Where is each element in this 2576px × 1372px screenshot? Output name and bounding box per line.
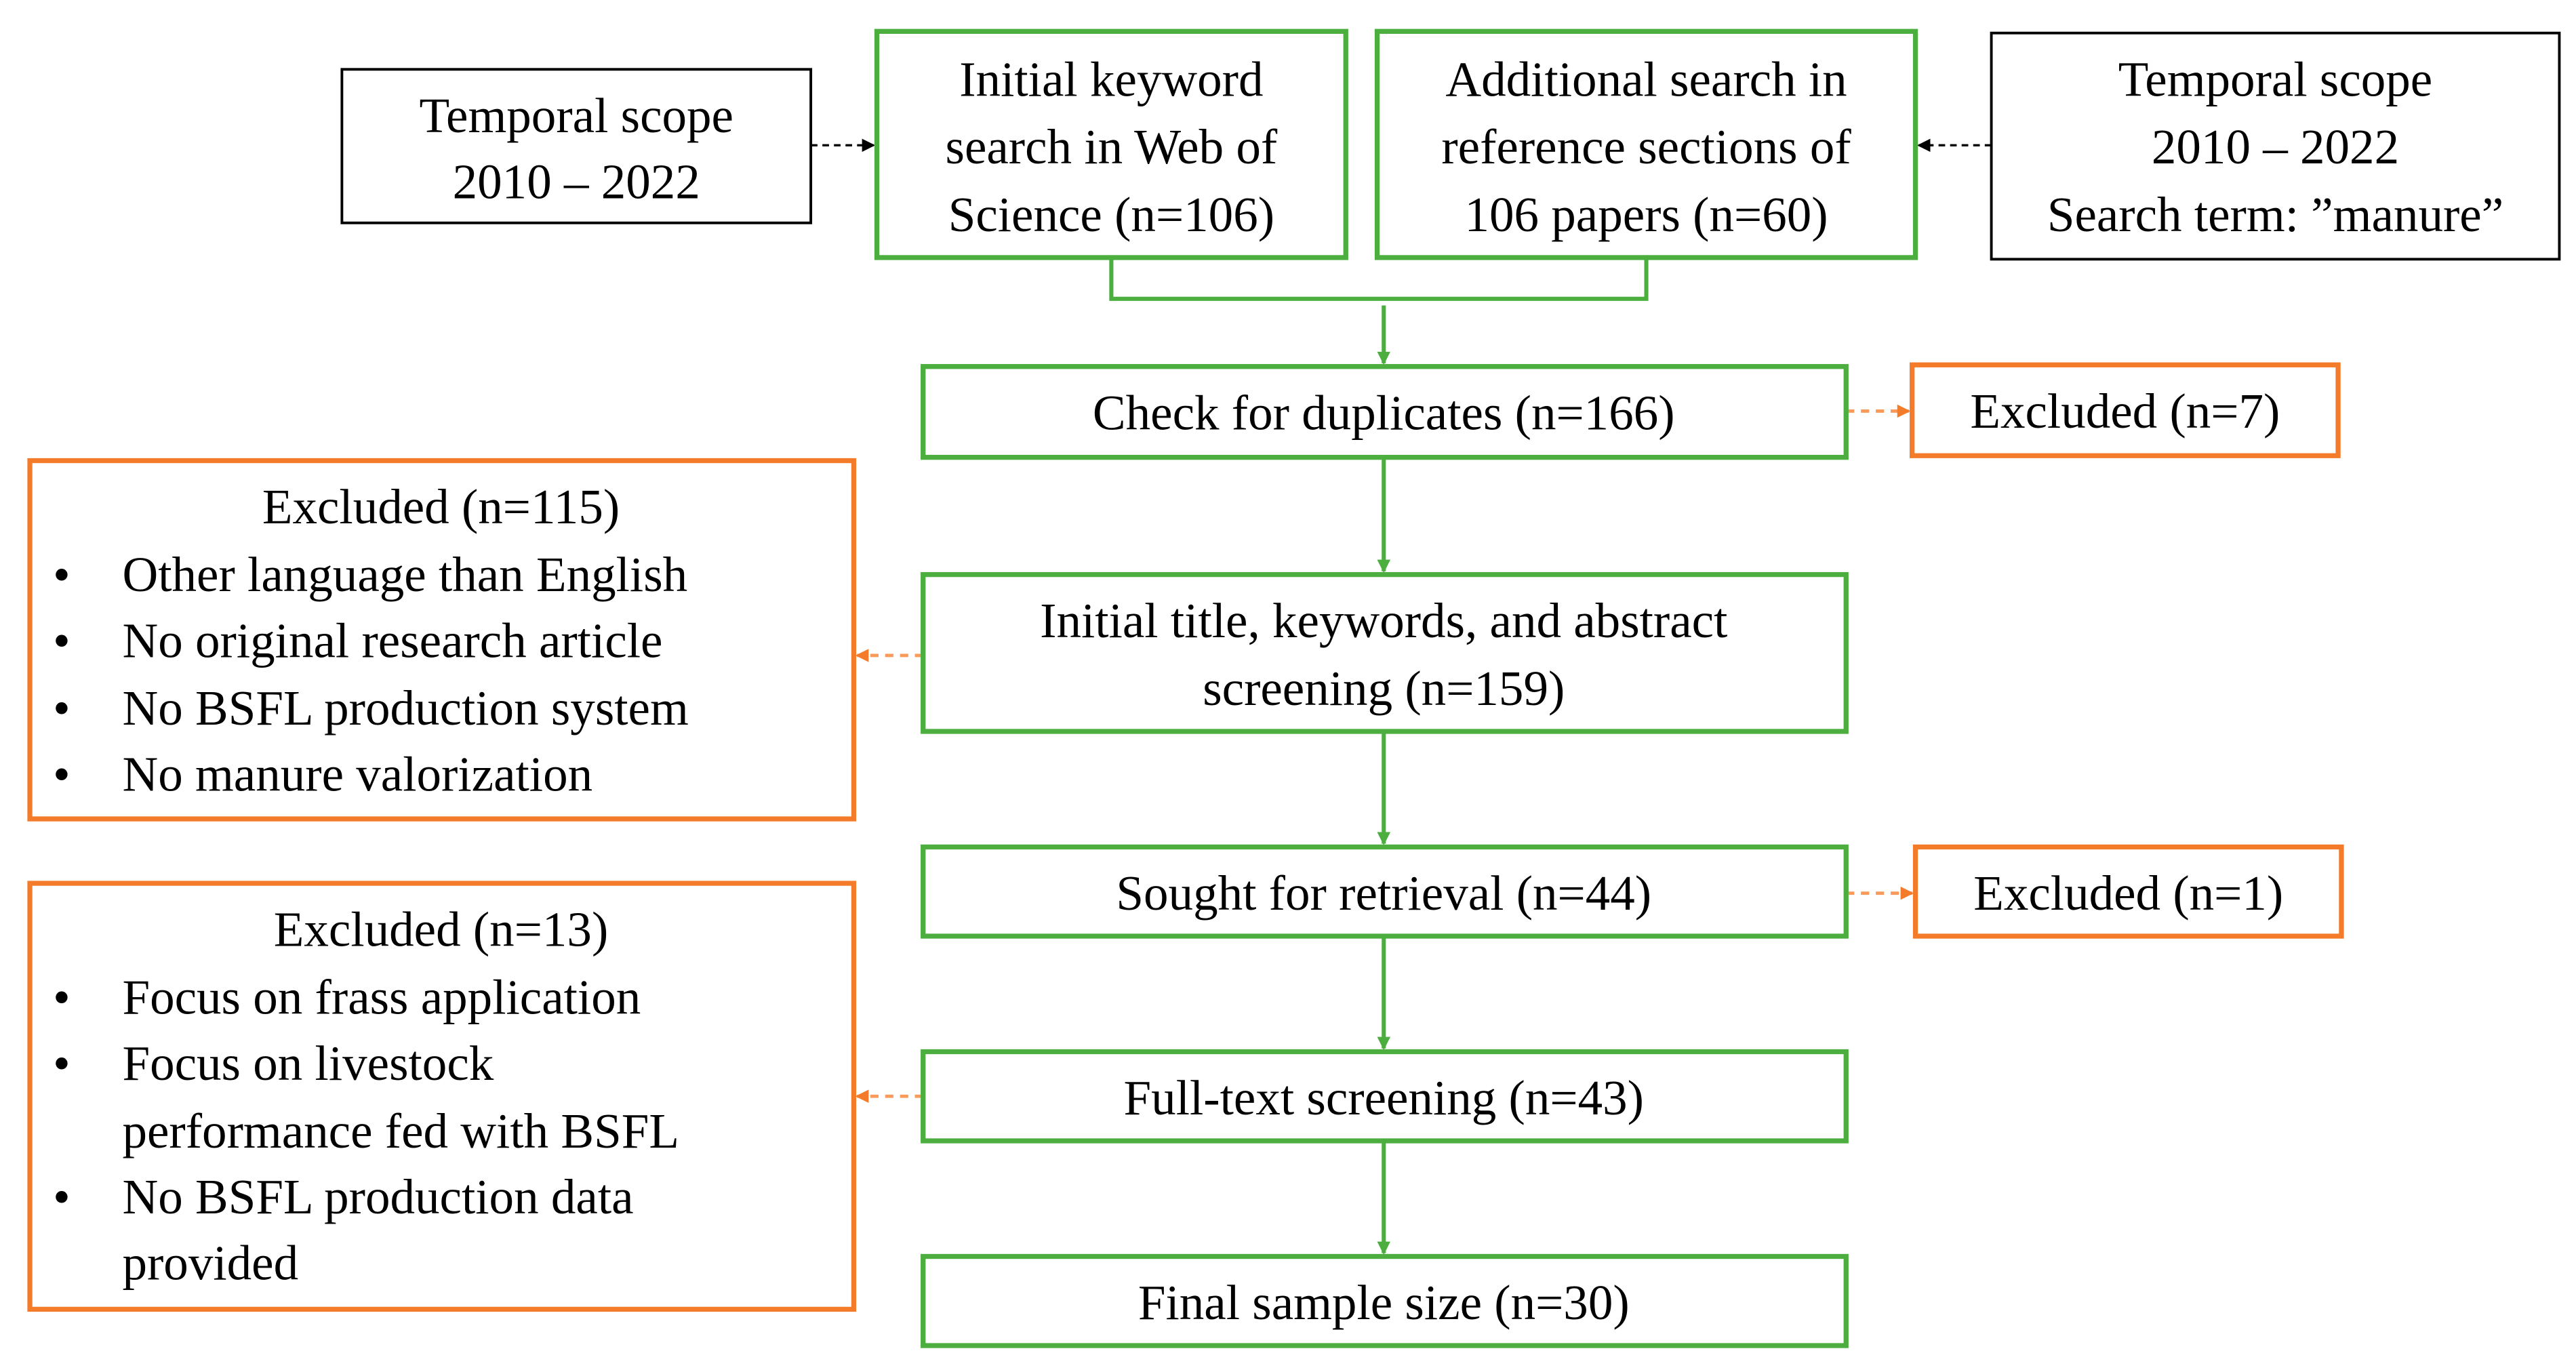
additional-search-box: Additional search in reference sections … — [1374, 28, 1918, 260]
wos-search-box: Initial keyword search in Web of Science… — [874, 28, 1348, 260]
exclusion-reason: Focus on frass application — [122, 969, 641, 1024]
fulltext-box: Full-text screening (n=43) — [921, 1049, 1849, 1144]
scope-right-line: Temporal scope — [2118, 52, 2432, 106]
retrieval-label: Sought for retrieval (n=44) — [1116, 866, 1651, 921]
excluded-duplicates-box: Excluded (n=7) — [1910, 362, 2341, 458]
connectors — [811, 138, 1992, 1255]
excluded-screening-title: Excluded (n=115) — [262, 479, 620, 534]
exclusion-reason: No BSFL production data — [122, 1169, 633, 1224]
additional-search-line: 106 papers (n=60) — [1464, 187, 1828, 242]
scope-left-line: Temporal scope — [420, 88, 733, 143]
retrieval-box: Sought for retrieval (n=44) — [921, 844, 1849, 939]
excluded-fulltext-title: Excluded (n=13) — [274, 902, 609, 957]
excluded-screening-box: Excluded (n=115) • Other language than E… — [27, 458, 857, 822]
exclusion-reason-cont: provided — [122, 1236, 298, 1291]
exclusion-reason: Focus on livestock — [122, 1036, 494, 1091]
additional-search-line: Additional search in — [1445, 52, 1847, 106]
bullet: • — [53, 613, 71, 668]
exclusion-reason: Other language than English — [122, 547, 687, 602]
exclusion-reason: No original research article — [122, 613, 662, 668]
bullet: • — [53, 747, 71, 802]
scope-left-line: 2010 – 2022 — [453, 154, 700, 209]
wos-search-line: search in Web of — [946, 119, 1278, 174]
additional-search-line: reference sections of — [1441, 119, 1851, 174]
wos-search-line: Science (n=106) — [948, 187, 1274, 242]
wos-search-line: Initial keyword — [959, 52, 1263, 106]
bullet: • — [53, 547, 71, 602]
excluded-duplicates-label: Excluded (n=7) — [1970, 384, 2280, 439]
excluded-fulltext-box: Excluded (n=13) • Focus on frass applica… — [27, 881, 857, 1312]
excluded-retrieval-label: Excluded (n=1) — [1973, 866, 2283, 921]
merge-bracket — [1109, 257, 1649, 301]
exclusion-reason: No manure valorization — [122, 747, 592, 802]
duplicates-box: Check for duplicates (n=166) — [921, 364, 1849, 460]
scope-left-box: Temporal scope 2010 – 2022 — [340, 68, 813, 224]
screening-box: Initial title, keywords, and abstract sc… — [921, 571, 1849, 734]
scope-right-box: Temporal scope 2010 – 2022 Search term: … — [1990, 31, 2561, 261]
final-box: Final sample size (n=30) — [921, 1253, 1849, 1348]
duplicates-label: Check for duplicates (n=166) — [1093, 385, 1675, 440]
fulltext-label: Full-text screening (n=43) — [1124, 1070, 1644, 1125]
bullet: • — [53, 681, 71, 735]
bullet: • — [53, 969, 71, 1024]
final-label: Final sample size (n=30) — [1138, 1275, 1630, 1330]
scope-right-line: 2010 – 2022 — [2152, 119, 2399, 174]
scope-right-line: Search term: ”manure” — [2047, 187, 2503, 242]
excluded-retrieval-box: Excluded (n=1) — [1912, 844, 2344, 939]
exclusion-reason-cont: performance fed with BSFL — [122, 1104, 679, 1158]
bullet: • — [53, 1036, 71, 1091]
exclusion-reason: No BSFL production system — [122, 681, 688, 735]
screening-line: Initial title, keywords, and abstract — [1040, 593, 1727, 648]
screening-line: screening (n=159) — [1203, 661, 1565, 716]
bullet: • — [53, 1169, 71, 1224]
